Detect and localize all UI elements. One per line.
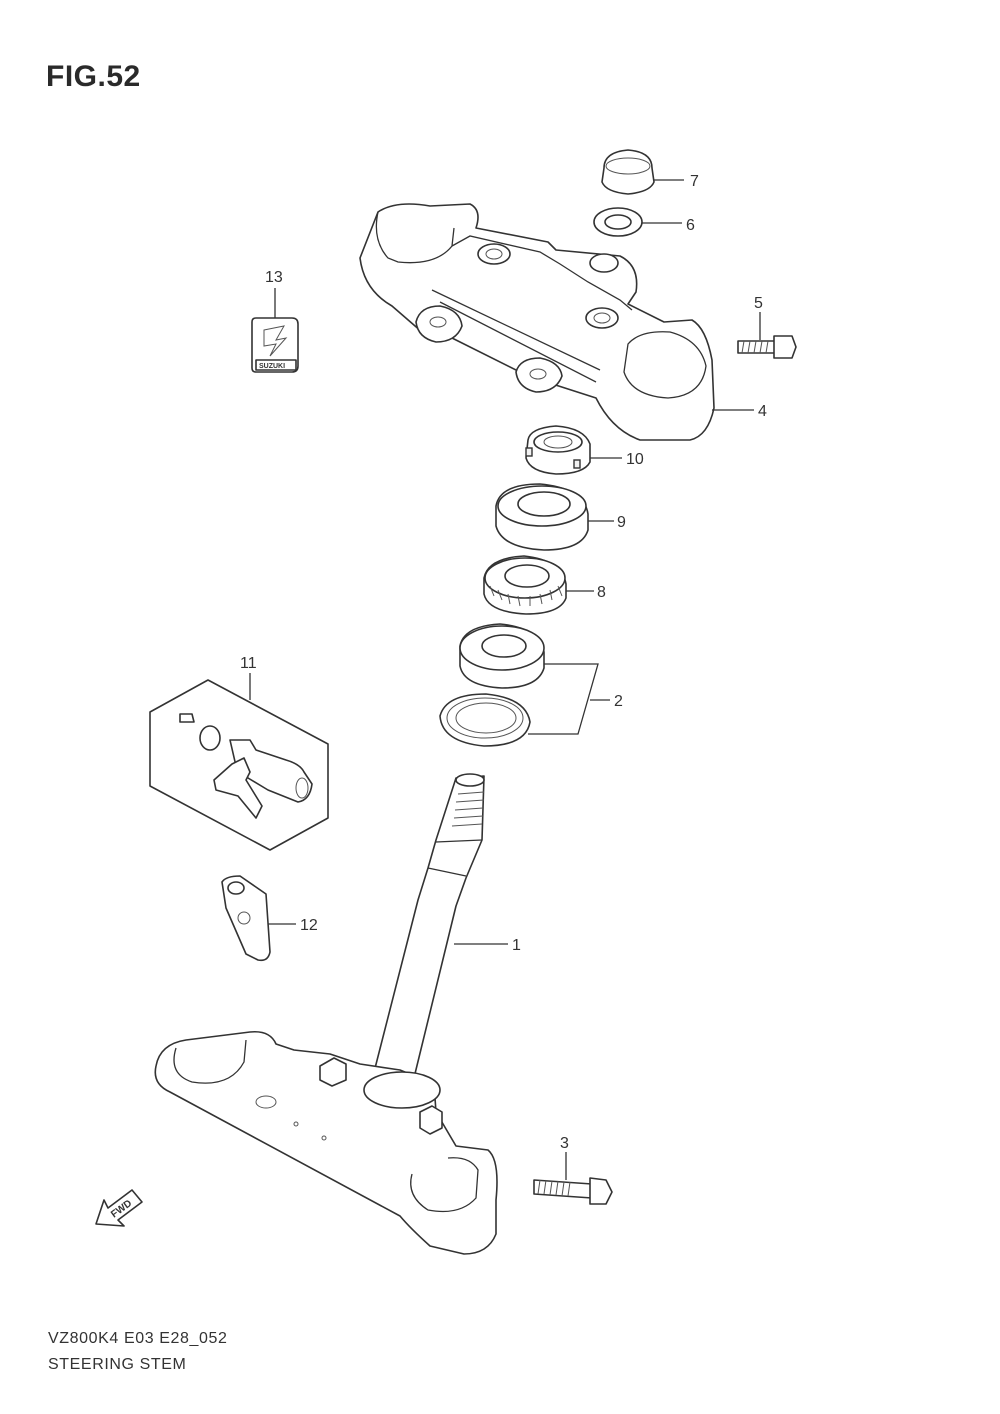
figure-title: FIG.52 bbox=[46, 60, 141, 93]
steering-stem-part-1 bbox=[154, 773, 498, 1255]
section-name: STEERING STEM bbox=[48, 1356, 187, 1373]
callout-1: 1 bbox=[512, 937, 521, 954]
bearing-set-part-2 bbox=[439, 623, 545, 747]
callout-7: 7 bbox=[690, 173, 699, 190]
upper-bracket-part-4 bbox=[359, 203, 715, 441]
emblem-text: SUZUKI bbox=[259, 363, 285, 370]
callout-13: 13 bbox=[265, 269, 283, 286]
emblem-part-13: SUZUKI bbox=[251, 317, 299, 373]
clamp-plate-part-12 bbox=[221, 875, 271, 962]
model-code: VZ800K4 E03 E28_052 bbox=[48, 1330, 228, 1347]
callout-8: 8 bbox=[597, 584, 606, 601]
callout-10: 10 bbox=[626, 451, 644, 468]
callout-12: 12 bbox=[300, 917, 318, 934]
callout-11: 11 bbox=[240, 655, 257, 672]
callout-4: 4 bbox=[758, 403, 767, 420]
callout-9: 9 bbox=[617, 514, 626, 531]
callout-5: 5 bbox=[754, 295, 763, 312]
callout-2: 2 bbox=[614, 693, 623, 710]
callout-3: 3 bbox=[560, 1135, 569, 1152]
bolt-part-5 bbox=[737, 335, 797, 359]
washer-part-6 bbox=[593, 207, 643, 237]
callout-6: 6 bbox=[686, 217, 695, 234]
lock-set-part-11 bbox=[149, 679, 329, 851]
bolt-part-3 bbox=[533, 1177, 613, 1205]
dust-seal-part-9 bbox=[495, 483, 589, 551]
lock-nut-part-10 bbox=[525, 425, 591, 475]
bearing-part-8 bbox=[483, 555, 567, 615]
cap-nut-part-7 bbox=[601, 149, 655, 195]
fwd-arrow-icon: FWD bbox=[95, 1189, 143, 1227]
